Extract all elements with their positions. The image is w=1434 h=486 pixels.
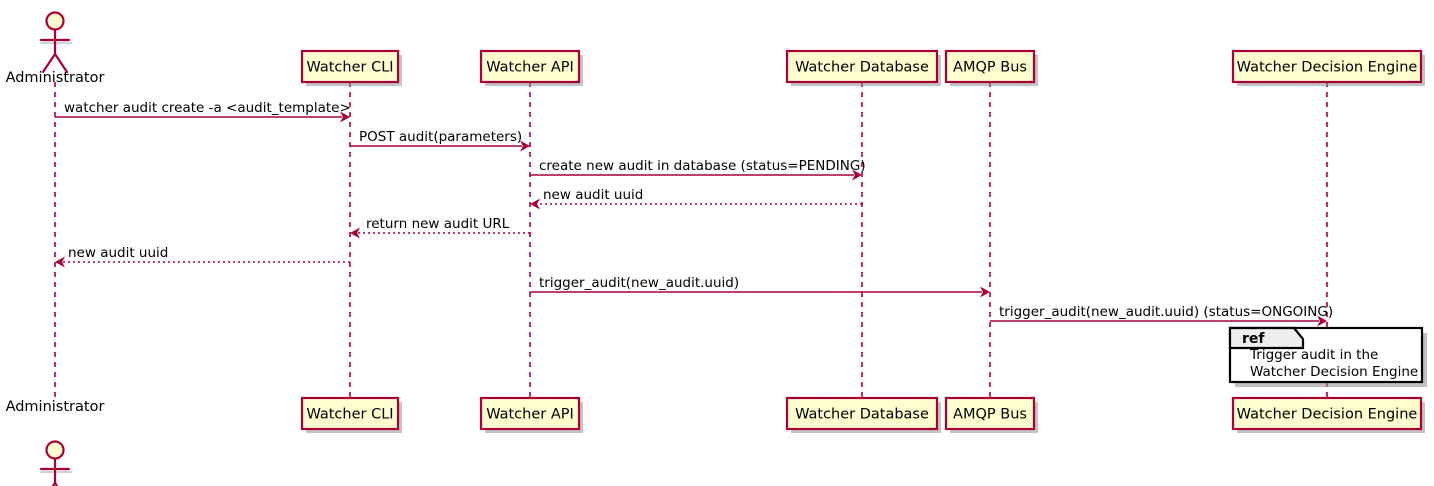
message-label: create new audit in database (status=PEN… — [539, 158, 866, 174]
message-7-watcher-api-to-amqp-bus: trigger_audit(new_audit.uuid) — [530, 275, 990, 298]
message-arrowhead — [350, 227, 360, 239]
participant-label: Watcher Database — [795, 407, 929, 423]
message-arrowhead — [520, 140, 530, 152]
actor-label: Administrator — [6, 399, 105, 415]
message-arrowhead — [340, 111, 350, 123]
actor-leg-right — [53, 52, 69, 74]
participant-label: Watcher Decision Engine — [1237, 60, 1418, 76]
message-6-watcher-cli-to-administrator: new audit uuid — [55, 245, 350, 268]
participant-watcher-cli-top[interactable]: Watcher CLI — [300, 49, 402, 86]
message-3-watcher-api-to-watcher-database: create new audit in database (status=PEN… — [530, 158, 866, 181]
message-label: new audit uuid — [543, 187, 643, 203]
participant-label: AMQP Bus — [953, 407, 1027, 423]
participant-box[interactable] — [785, 49, 939, 84]
message-arrowhead — [530, 198, 540, 210]
message-label: trigger_audit(new_audit.uuid) (status=ON… — [999, 304, 1333, 320]
message-arrowhead — [1317, 315, 1327, 327]
participant-box[interactable] — [479, 49, 581, 84]
message-label: trigger_audit(new_audit.uuid) — [539, 275, 739, 291]
participant-box[interactable] — [785, 396, 939, 431]
actor-administrator-top[interactable]: Administrator — [6, 11, 105, 87]
messages-layer: watcher audit create -a <audit_template>… — [55, 100, 1333, 327]
participant-label: Watcher CLI — [306, 407, 393, 423]
actor-head — [45, 440, 65, 460]
participant-label: Watcher Database — [795, 60, 929, 76]
message-4-watcher-database-to-watcher-api: new audit uuid — [530, 187, 862, 210]
participant-watcher-decision-engine-top[interactable]: Watcher Decision Engine — [1231, 49, 1425, 86]
participant-box[interactable] — [1231, 49, 1423, 84]
message-label: watcher audit create -a <audit_template> — [64, 100, 351, 116]
ref-body-line: Trigger audit in the — [1249, 347, 1378, 363]
participant-watcher-cli-bottom[interactable]: Watcher CLI — [300, 396, 402, 433]
message-arrowhead — [852, 169, 862, 181]
participant-label: Watcher API — [486, 60, 574, 76]
message-label: new audit uuid — [68, 245, 168, 261]
participant-label: Watcher Decision Engine — [1237, 407, 1418, 423]
participants-layer: Watcher CLI Watcher CLI Watcher API Watcher… — [6, 11, 1425, 486]
actor-leg-left — [41, 52, 57, 74]
ref-tab-label: ref — [1242, 331, 1265, 347]
message-1-administrator-to-watcher-cli: watcher audit create -a <audit_template> — [55, 100, 351, 123]
lifelines-layer — [54, 82, 1328, 398]
actor-administrator-bottom[interactable]: Administrator — [6, 399, 105, 486]
participant-amqp-bus-bottom[interactable]: AMQP Bus — [944, 396, 1038, 433]
participant-box[interactable] — [300, 49, 400, 84]
participant-label: Watcher CLI — [306, 60, 393, 76]
participant-watcher-database-top[interactable]: Watcher Database — [785, 49, 941, 86]
message-5-watcher-api-to-watcher-cli: return new audit URL — [350, 216, 530, 239]
message-arrowhead — [55, 256, 65, 268]
participant-label: AMQP Bus — [953, 60, 1027, 76]
participant-watcher-api-top[interactable]: Watcher API — [479, 49, 583, 86]
participant-box[interactable] — [944, 396, 1036, 431]
message-8-amqp-bus-to-watcher-decision-engine: trigger_audit(new_audit.uuid) (status=ON… — [990, 304, 1333, 327]
participant-watcher-database-bottom[interactable]: Watcher Database — [785, 396, 941, 433]
participant-box[interactable] — [944, 49, 1036, 84]
message-arrowhead — [980, 286, 990, 298]
message-label: return new audit URL — [366, 216, 510, 232]
ref-body-line: Watcher Decision Engine — [1250, 364, 1418, 380]
participant-watcher-decision-engine-bottom[interactable]: Watcher Decision Engine — [1231, 396, 1425, 433]
participant-watcher-api-bottom[interactable]: Watcher API — [479, 396, 583, 433]
message-label: POST audit(parameters) — [359, 129, 522, 145]
actor-head — [45, 11, 65, 31]
participant-label: Watcher API — [486, 407, 574, 423]
actor-label: Administrator — [6, 70, 105, 86]
participant-box[interactable] — [1231, 396, 1423, 431]
ref-tab — [1228, 326, 1305, 350]
participant-box[interactable] — [479, 396, 581, 431]
participant-box[interactable] — [300, 396, 400, 431]
message-2-watcher-cli-to-watcher-api: POST audit(parameters) — [350, 129, 530, 152]
participant-amqp-bus-top[interactable]: AMQP Bus — [944, 49, 1038, 86]
